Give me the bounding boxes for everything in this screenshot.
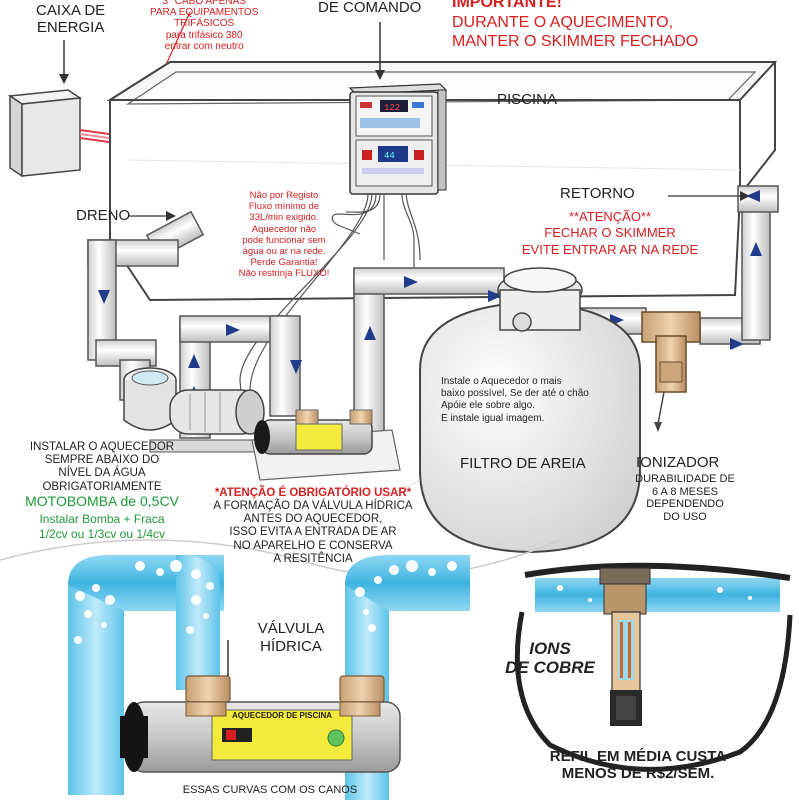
- panel-wires: [239, 193, 421, 431]
- motor-pump: [123, 367, 271, 453]
- label-instale-note: Instale o Aquecedor o mais baixo possíve…: [441, 376, 589, 424]
- label-atencao-obrigatorio: *ATENÇÃO É OBRIGATÓRIO USAR*: [214, 487, 412, 499]
- label-importante-title: IMPORTANTE!: [452, 0, 562, 11]
- hydraulic-valve-illustration: [68, 555, 470, 800]
- label-refil: REFIL EM MÉDIA CUSTA MENOS DE R$2/SEM.: [549, 748, 727, 783]
- label-instalar-aquecedor: INSTALAR O AQUECEDOR SEMPRE ABAIXO DO NÍ…: [29, 441, 175, 493]
- label-motobomba-title: MOTOBOMBA de 0,5CV: [25, 493, 179, 509]
- retorno-pointer-head: [740, 191, 750, 201]
- label-heater-brand: AQUECEDOR DE PISCINA: [231, 711, 332, 720]
- label-ionizador: IONIZADOR: [636, 454, 720, 471]
- label-valvula-hidrica: VÁLVULA HÍDRICA: [257, 620, 325, 655]
- separator-curve: [0, 539, 561, 577]
- copper-ion-illustration: [505, 562, 793, 782]
- label-ions-cobre: IONS DE COBRE: [505, 639, 595, 677]
- energy-pointer-head: [59, 74, 69, 84]
- panel-display-top: 122: [384, 103, 400, 113]
- label-atencao-skimmer: **ATENÇÃO** FECHAR O SKIMMER EVITE ENTRA…: [521, 209, 699, 257]
- label-essas-curvas: ESSAS CURVAS COM OS CANOS: [182, 784, 358, 796]
- label-cabo-trifasico: 3° CABO APENAS PARA EQUIPAMENTOS TRIFÁSI…: [150, 0, 259, 52]
- ionizer-small: [641, 311, 701, 432]
- label-dreno: DRENO: [76, 207, 131, 224]
- panel-pointer-head: [375, 70, 385, 80]
- label-valvula-text: A FORMAÇÃO DA VÁLVULA HÍDRICA ANTES DO A…: [213, 500, 413, 565]
- panel-display-bottom: 44: [384, 151, 395, 161]
- label-retorno: RETORNO: [560, 185, 635, 202]
- label-filtro: FILTRO DE AREIA: [460, 455, 586, 472]
- ground-line: [299, 479, 421, 541]
- control-panel: 122 44: [348, 83, 448, 195]
- dreno-pointer-head: [166, 211, 176, 221]
- label-caixa-energia: CAIXA DE ENERGIA: [36, 2, 106, 36]
- sand-filter: [419, 267, 641, 554]
- label-piscina: PISCINA: [497, 91, 558, 108]
- label-ionizador-durabilidade: DURABILIDADE DE 6 A 8 MESES DEPENDENDO D…: [635, 473, 735, 523]
- label-motobomba-text: Instalar Bomba + Fraca 1/2cv ou 1/3cv ou…: [38, 512, 166, 541]
- label-importante-text: DURANTE O AQUECIMENTO, MANTER O SKIMMER …: [452, 14, 699, 51]
- heater-small: [251, 409, 401, 481]
- label-registro-note: Não por Registo Fluxo mínimo de 33L/min …: [238, 190, 330, 280]
- energy-box: [7, 89, 83, 178]
- label-quadro-comando: DE COMANDO: [318, 0, 422, 16]
